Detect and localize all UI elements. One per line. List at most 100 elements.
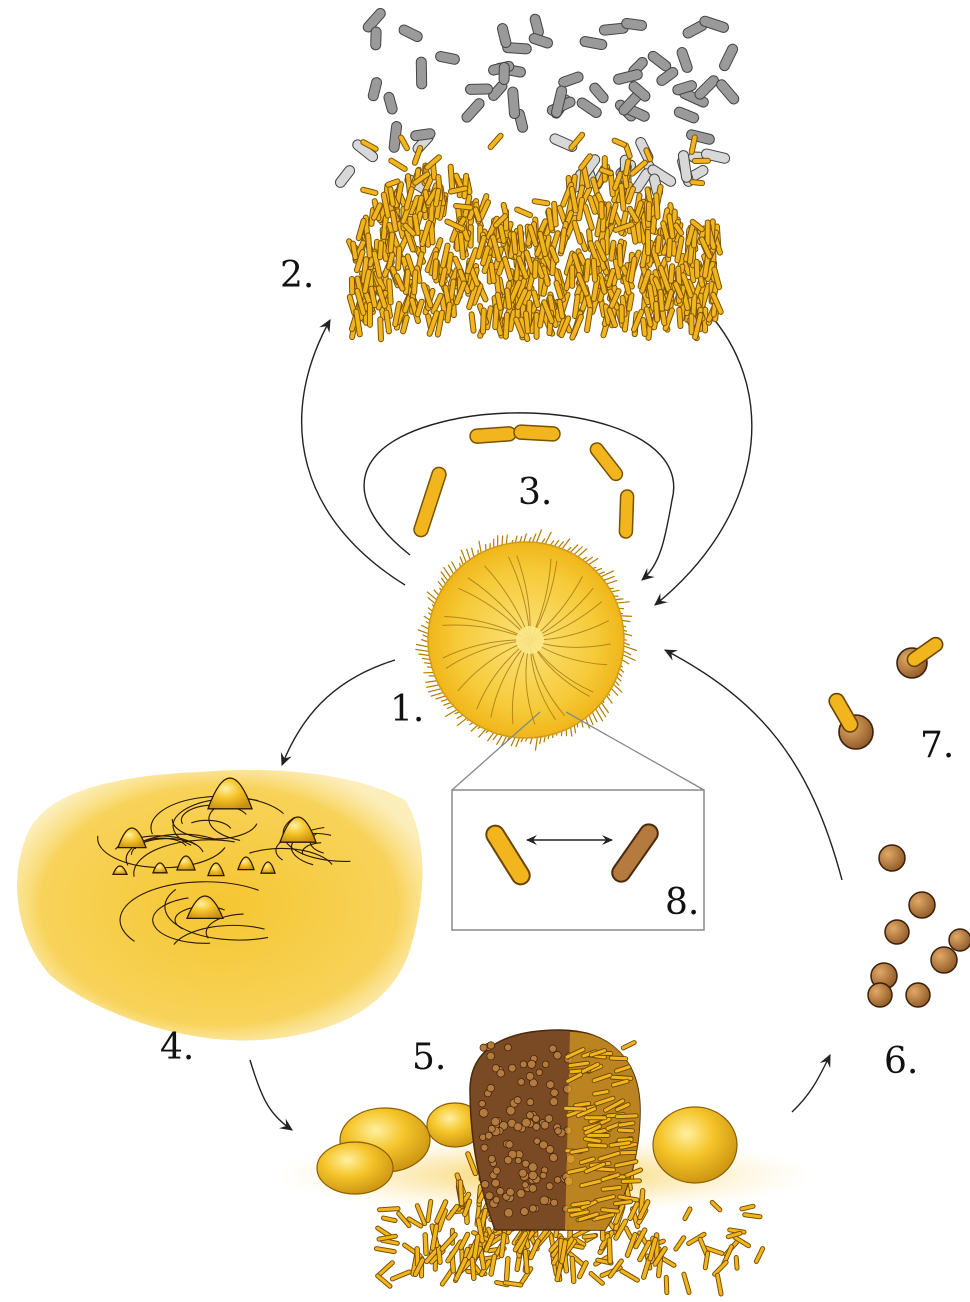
head-spore bbox=[550, 1098, 558, 1106]
head-spore bbox=[497, 1069, 505, 1077]
swarm-cell bbox=[677, 307, 684, 329]
ground-cell bbox=[734, 1255, 739, 1270]
scout-cell bbox=[360, 187, 378, 196]
label-step-4: 4. bbox=[160, 1030, 194, 1066]
sheath-cell bbox=[609, 1056, 628, 1061]
spore bbox=[868, 983, 892, 1007]
head-spore bbox=[508, 1064, 516, 1072]
spore bbox=[885, 920, 909, 944]
head-spore bbox=[487, 1042, 494, 1049]
head-spore bbox=[551, 1089, 559, 1097]
prey-cell bbox=[416, 57, 427, 89]
head-spore bbox=[493, 1196, 500, 1203]
label-step-6: 6. bbox=[884, 1044, 918, 1080]
ground-cell bbox=[681, 1272, 691, 1295]
arrow-1-to-4 bbox=[282, 660, 395, 765]
head-spore bbox=[479, 1108, 488, 1117]
head-spore bbox=[540, 1196, 549, 1205]
head-spore bbox=[551, 1199, 558, 1206]
swarm-cell bbox=[432, 259, 439, 280]
prey-cell bbox=[676, 46, 694, 74]
swarm-cell bbox=[378, 317, 384, 342]
head-spore bbox=[492, 1179, 500, 1187]
head-spore bbox=[528, 1060, 536, 1068]
sheath-cell bbox=[586, 1133, 610, 1137]
prey-cell bbox=[579, 36, 607, 51]
label-step-8: 8. bbox=[665, 885, 699, 921]
ground-cell bbox=[619, 1268, 640, 1283]
swarm-cell bbox=[469, 312, 476, 334]
head-spore bbox=[480, 1044, 487, 1051]
ground-cell bbox=[715, 1273, 723, 1296]
ground-cell bbox=[377, 1207, 400, 1212]
mound-left-front bbox=[317, 1142, 393, 1194]
swarm-cell bbox=[349, 276, 354, 295]
prey-cell bbox=[715, 78, 741, 106]
head-spore bbox=[539, 1141, 547, 1149]
sheath-cell bbox=[584, 1116, 607, 1120]
spore bbox=[949, 929, 970, 951]
stalk-cell bbox=[607, 1238, 612, 1264]
swarm-cell bbox=[367, 302, 372, 327]
label-step-1: 1. bbox=[390, 692, 424, 728]
head-spore bbox=[534, 1138, 540, 1144]
head-spore bbox=[542, 1061, 549, 1068]
spore bbox=[909, 892, 935, 918]
label-step-5: 5. bbox=[412, 1040, 446, 1076]
prey-cells bbox=[333, 6, 740, 198]
stalk-cell bbox=[504, 1256, 510, 1281]
swarm-colony bbox=[415, 529, 637, 750]
arrow-4-to-5 bbox=[250, 1060, 292, 1130]
emerging-cell-lower bbox=[826, 691, 860, 735]
swarm-cell bbox=[694, 259, 700, 278]
scout-cell bbox=[692, 158, 710, 163]
head-spore bbox=[529, 1163, 538, 1172]
head-spore bbox=[526, 1072, 534, 1080]
prey-cell bbox=[460, 97, 486, 125]
head-spore bbox=[488, 1125, 495, 1132]
head-spore bbox=[493, 1167, 500, 1174]
swarm-cell bbox=[668, 264, 675, 284]
prey-cell bbox=[383, 91, 399, 115]
scout-cell bbox=[487, 132, 504, 150]
prey-cell bbox=[693, 74, 721, 102]
head-spore bbox=[479, 1100, 486, 1107]
spore bbox=[906, 983, 930, 1007]
head-spore bbox=[481, 1144, 488, 1151]
head-spore bbox=[520, 1061, 527, 1068]
head-spore bbox=[526, 1112, 533, 1119]
head-spore bbox=[505, 1044, 512, 1051]
head-spore bbox=[522, 1118, 531, 1127]
ground-cell bbox=[375, 1273, 393, 1289]
head-spore bbox=[485, 1192, 493, 1200]
label-step-7: 7. bbox=[920, 728, 954, 764]
ground-cell bbox=[673, 1235, 686, 1252]
prey-cell bbox=[718, 42, 739, 72]
ground-cell bbox=[682, 1206, 692, 1221]
arrow-5-to-6 bbox=[792, 1055, 830, 1112]
head-spore bbox=[487, 1084, 494, 1091]
head-spore bbox=[515, 1157, 521, 1163]
fruiting-stage bbox=[275, 1030, 815, 1296]
scout-cell bbox=[599, 202, 605, 220]
prey-cell bbox=[371, 27, 382, 50]
ground-cell bbox=[739, 1204, 755, 1211]
head-spore bbox=[527, 1099, 534, 1106]
head-spore bbox=[518, 1079, 525, 1086]
stalk-cell bbox=[458, 1180, 464, 1206]
swarm-cell bbox=[365, 233, 372, 258]
swarm-front-cells bbox=[346, 131, 724, 342]
arrow-2-to-1 bbox=[655, 318, 752, 605]
prey-cell bbox=[367, 77, 382, 102]
prey-cell bbox=[496, 23, 511, 49]
ground-cell bbox=[712, 1259, 729, 1277]
dividing-cell-right-a bbox=[588, 440, 625, 483]
sheath-cell bbox=[587, 1143, 608, 1148]
sheath-cell bbox=[564, 1106, 587, 1111]
swarm-cell bbox=[617, 243, 623, 267]
arrow-1-to-2 bbox=[302, 320, 405, 585]
head-spore bbox=[491, 1117, 499, 1125]
prey-cell bbox=[499, 62, 509, 84]
prey-cell bbox=[588, 81, 610, 105]
